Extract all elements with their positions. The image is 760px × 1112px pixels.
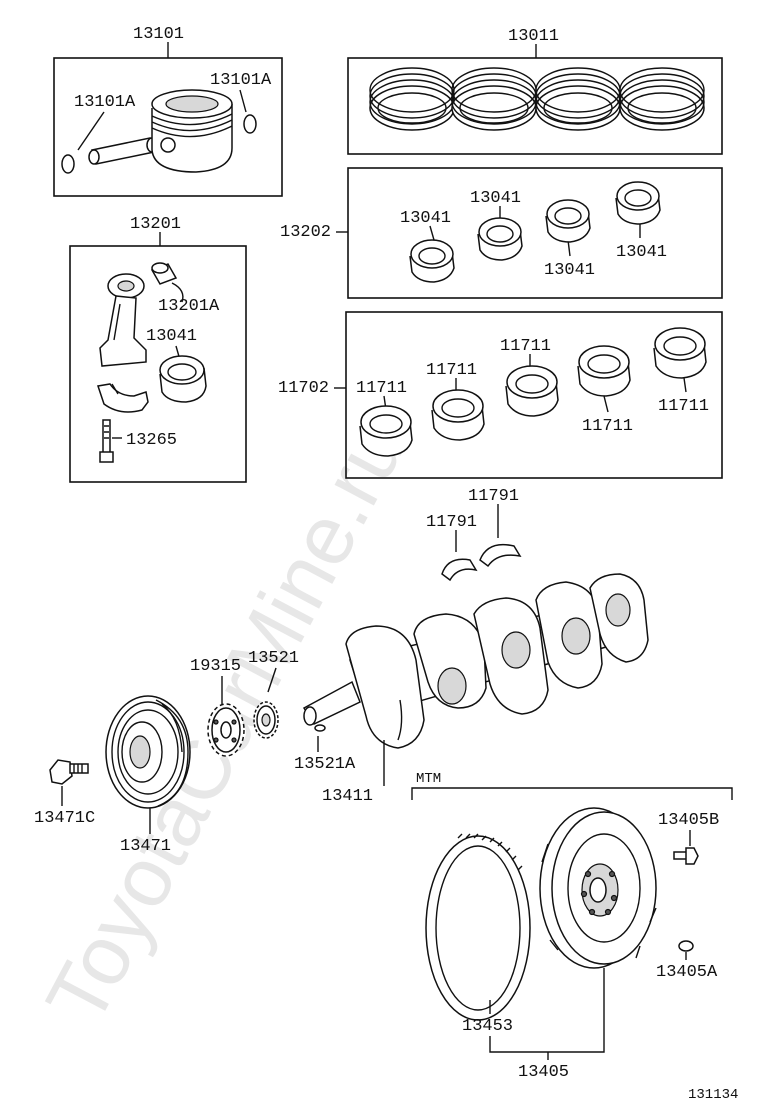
part-label-13101A-left[interactable]: 13101A [74,93,136,112]
part-label-13471C[interactable]: 13471C [34,809,95,828]
conrod-bolt-icon [99,419,114,463]
piston-icon [151,89,233,173]
conrod-icon [97,273,149,413]
part-label-13101A-right[interactable]: 13101A [210,71,272,90]
part-label-11791-left[interactable]: 11791 [426,513,477,532]
part-label-11711-a[interactable]: 11711 [356,379,407,398]
timing-gear-icon [253,701,279,739]
pulley-group: 13471C 13471 [34,695,191,856]
piston-ring-set-group: 13011 [347,27,723,155]
part-label-19315[interactable]: 19315 [190,657,241,676]
ring-gear-icon [425,833,531,1021]
thrust-washer-left-icon [441,558,478,582]
conrod-bearing-set-box [347,167,723,299]
part-label-11711-e[interactable]: 11711 [658,397,709,416]
crankshaft-icon [302,573,649,749]
conrod-bushing-icon [150,262,178,285]
flywheel-icon [539,807,657,969]
signal-plate-icon [207,703,245,757]
part-label-11711-d[interactable]: 11711 [582,417,633,436]
part-label-13411[interactable]: 13411 [322,787,373,806]
part-label-13201A[interactable]: 13201A [158,297,220,316]
part-label-13405A[interactable]: 13405A [656,963,718,982]
part-label-13201[interactable]: 13201 [130,215,181,234]
part-label-11791-right[interactable]: 11791 [468,487,519,506]
conrod-bearing-set-group: 13202 13041 13041 13041 13041 [280,167,723,299]
part-label-13471[interactable]: 13471 [120,837,171,856]
part-label-13405[interactable]: 13405 [518,1063,569,1082]
thrust-washers-group: 11791 11791 [426,487,522,582]
part-label-13101[interactable]: 13101 [133,25,184,44]
part-label-13405B[interactable]: 13405B [658,811,719,830]
conrod-box [69,245,247,483]
part-label-13041-c[interactable]: 13041 [544,261,595,280]
part-label-13041-d[interactable]: 13041 [616,243,667,262]
part-label-13453[interactable]: 13453 [462,1017,513,1036]
part-label-11711-c[interactable]: 11711 [500,337,551,356]
main-bearings-icon [359,327,707,457]
pulley-icon [105,695,191,809]
timing-gears-group: 19315 13521 13521A [190,649,356,774]
flywheel-bolt-icon [673,847,699,865]
crank-key-icon [314,724,326,732]
flywheel-group: MTM 13405B 13405A 13453 134 [411,771,733,1082]
snap-ring-right-icon [243,114,257,134]
main-bearing-set-box [345,311,723,479]
variant-label-mtm: MTM [416,771,441,787]
part-label-11711-b[interactable]: 11711 [426,361,477,380]
conrod-bearings-icon [409,181,661,283]
conrod-bearing-icon [159,355,207,403]
figure-number: 131134 [688,1087,738,1103]
piston-pin-icon [88,137,158,165]
piston-rings-icon [369,67,705,131]
part-label-11702[interactable]: 11702 [278,379,329,398]
pulley-bolt-icon [49,759,89,785]
piston-set-group: 13101 13101A 13101A [53,25,283,197]
flywheel-pin-icon [678,940,694,952]
conrod-group: 13201 13201A 13041 13265 [69,215,247,483]
piston-set-box [53,57,283,197]
part-label-13202[interactable]: 13202 [280,223,331,242]
crankshaft-group: 13411 [302,573,649,806]
piston-ring-set-box [347,57,723,155]
snap-ring-left-icon [61,154,75,174]
part-label-13041-b[interactable]: 13041 [470,189,521,208]
part-label-13265[interactable]: 13265 [126,431,177,450]
main-bearing-set-group: 11702 11711 11711 11711 11711 11711 [278,311,723,479]
part-label-13041-a[interactable]: 13041 [400,209,451,228]
part-label-13521A[interactable]: 13521A [294,755,356,774]
part-label-13041-conrod[interactable]: 13041 [146,327,197,346]
thrust-washer-right-icon [479,543,522,568]
part-label-13011[interactable]: 13011 [508,27,559,46]
part-label-13521[interactable]: 13521 [248,649,299,668]
